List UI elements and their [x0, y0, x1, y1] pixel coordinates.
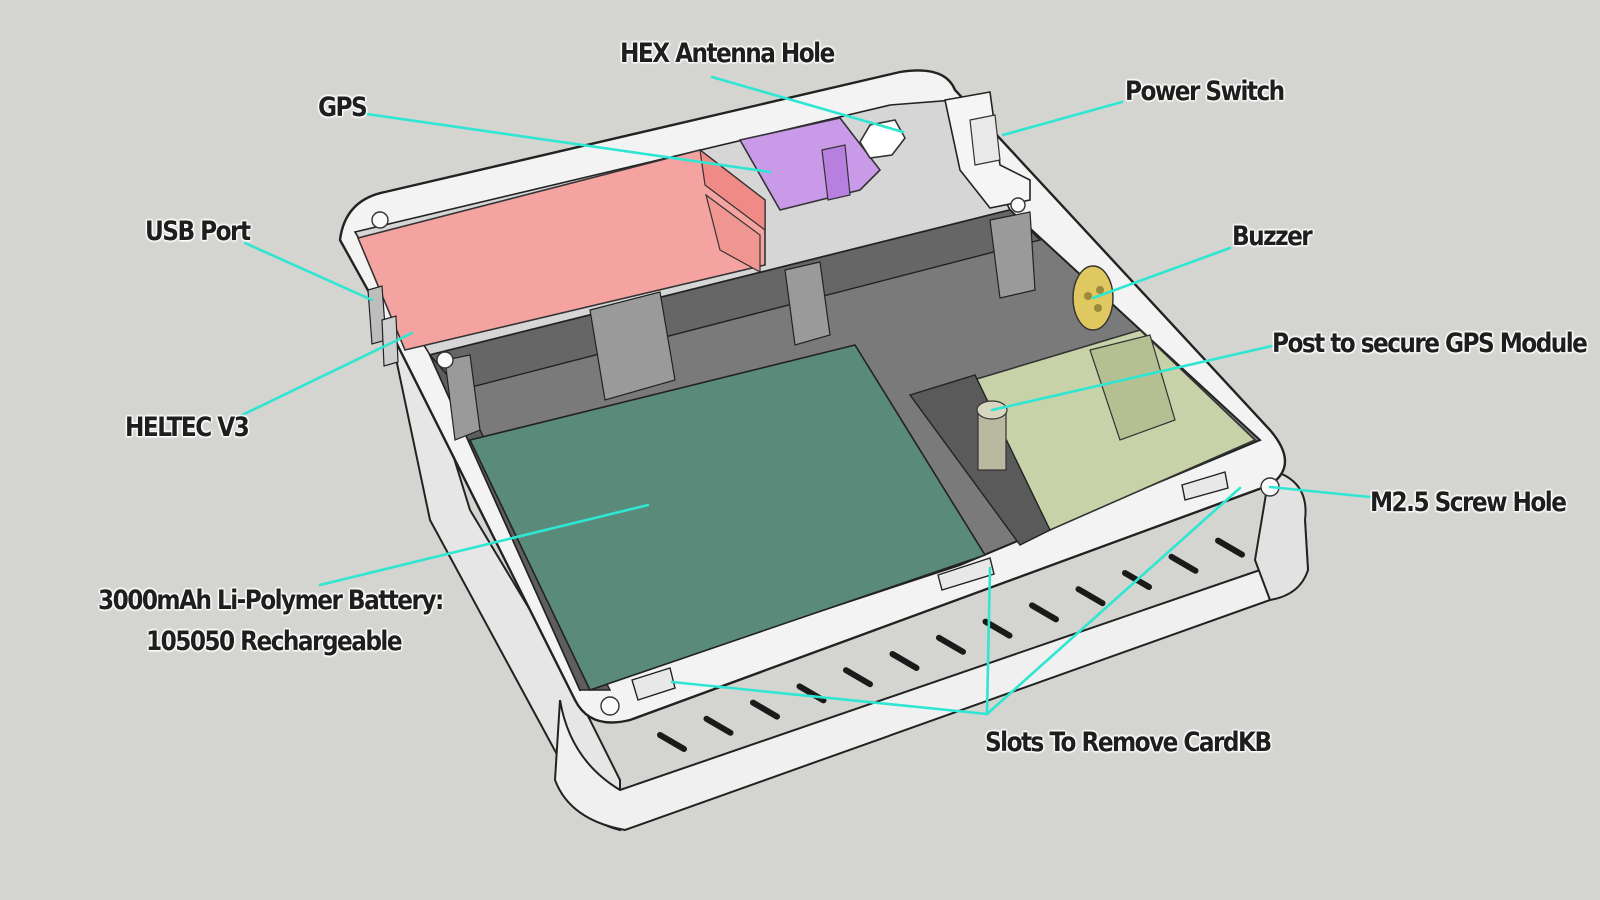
label-buzzer: Buzzer: [1232, 221, 1313, 252]
vent-slot: [657, 732, 687, 752]
vent-slot: [1075, 586, 1106, 607]
callout-buzzer: [1091, 246, 1232, 300]
callout-hex-antenna: [710, 75, 905, 134]
callout-slots-right: [985, 486, 1242, 716]
label-power-switch: Power Switch: [1125, 76, 1285, 107]
label-battery-line1: 3000mAh Li-Polymer Battery:: [98, 585, 444, 616]
vent-slot: [750, 699, 780, 720]
heltec-board-edge: [381, 315, 399, 367]
label-battery-line2: 105050 Rechargeable: [146, 626, 403, 657]
callout-gps: [365, 112, 772, 174]
label-m25-screw-hole: M2.5 Screw Hole: [1370, 487, 1567, 518]
callout-post-gps: [990, 344, 1274, 412]
callout-heltec: [236, 331, 414, 419]
label-heltec: HELTEC V3: [125, 412, 250, 443]
battery-region: [468, 344, 987, 691]
callout-screw-hole: [1268, 485, 1372, 499]
vent-slot: [703, 715, 734, 736]
cardkb-slots: [631, 471, 1229, 701]
callout-lines: [236, 75, 1372, 716]
label-slots: Slots To Remove CardKB: [985, 727, 1272, 758]
label-hex-antenna-hole: HEX Antenna Hole: [620, 38, 835, 69]
callout-power-switch: [1001, 100, 1124, 137]
vent-slot: [889, 651, 920, 671]
label-gps: GPS: [318, 92, 368, 123]
vent-slot: [843, 667, 873, 688]
vent-slot: [1029, 602, 1059, 623]
vent-slot: [1215, 537, 1245, 558]
label-usb-port: USB Port: [145, 216, 251, 247]
callout-usb-port: [243, 241, 374, 302]
gps-post: [976, 400, 1008, 471]
vent-slot: [1168, 553, 1199, 574]
label-post-gps: Post to secure GPS Module: [1272, 328, 1588, 359]
callout-battery: [318, 503, 650, 587]
vent-slot: [936, 634, 966, 655]
